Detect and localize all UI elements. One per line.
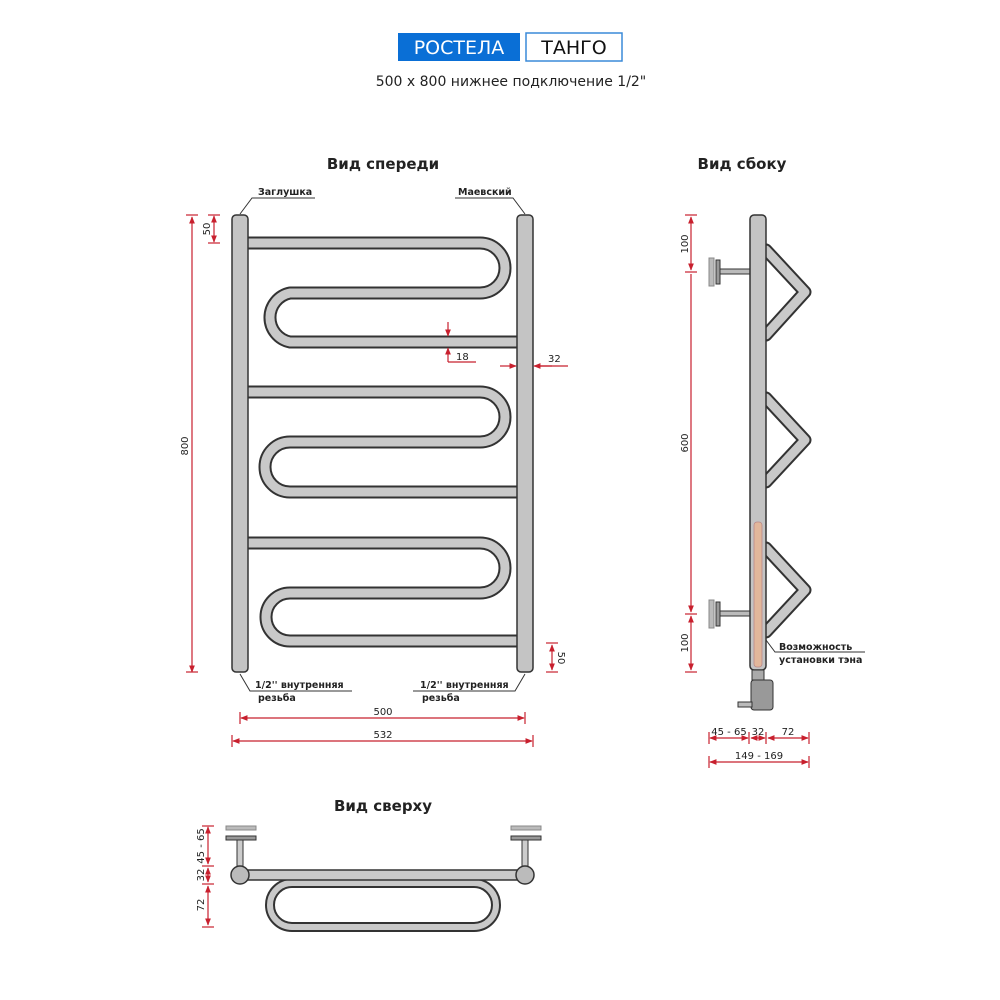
dim-top-offset: 50 [202,223,213,236]
side-view-title: Вид сбоку [698,155,787,173]
dim-side-bottom: 100 [680,633,691,652]
heater-element [753,521,763,668]
thread-right-label-1: 1/2'' внутренняя [420,680,509,691]
heater-label-1: Возможность [779,642,852,653]
dim-side-middle: 600 [680,433,691,452]
dim-top-riser: 32 [196,869,207,882]
thread-right-label-2: резьба [422,693,460,704]
model-badge [525,32,623,62]
wall-bracket-top [708,257,751,287]
dim-bottom-offset: 50 [555,652,566,665]
dim-riser: 32 [548,354,561,365]
front-view-title: Вид спереди [327,155,439,173]
left-riser-section [230,865,250,885]
brand-name: РОСТЕЛА [414,37,505,59]
dim-side-total: 149 - 169 [735,751,783,762]
wall-bracket-bottom [708,599,751,629]
right-riser [516,214,534,673]
top-loop [265,878,501,932]
heater-collar [751,669,765,681]
top-bar [239,869,526,881]
thread-left-label-1: 1/2'' внутренняя [255,680,344,691]
dim-side-top: 100 [680,234,691,253]
right-riser-section [515,865,535,885]
dim-axis-width: 500 [373,707,392,718]
model-name: ТАНГО [540,37,606,59]
dim-side-depth: 72 [782,727,795,738]
heater-box [750,679,774,711]
subtitle: 500 x 800 нижнее подключение 1/2" [376,74,647,90]
dim-tube: 18 [456,352,469,363]
dim-top-wall: 45 - 65 [196,828,207,863]
dim-side-wall: 45 - 65 [711,727,746,738]
dim-top-depth: 72 [196,899,207,912]
heater-label-2: установки тэна [779,655,862,666]
front-serpentine [241,236,524,648]
dim-height: 800 [180,436,191,455]
top-view-title: Вид сверху [334,797,432,815]
left-riser [231,214,249,673]
heater-cable [737,701,753,708]
thread-left-label-2: резьба [258,693,296,704]
mayevsky-label: Маевский [458,187,512,198]
side-zigzags [759,243,812,639]
dim-side-riser: 32 [752,727,765,738]
top-brackets [225,825,542,869]
dim-total-width: 532 [373,730,392,741]
brand-badge [398,33,520,61]
plug-label: Заглушка [258,187,312,198]
